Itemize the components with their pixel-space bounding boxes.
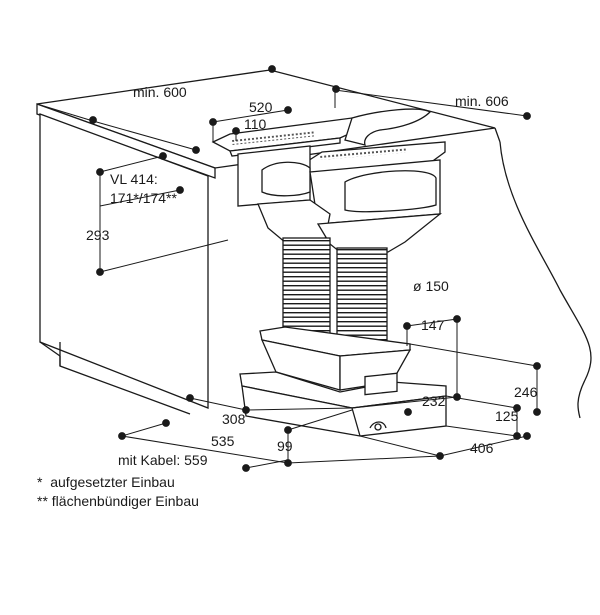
label-110: 110	[244, 116, 267, 132]
label-308: 308	[222, 411, 246, 427]
worktop-back-edge	[494, 127, 501, 143]
label-diameter-150: ø 150	[413, 278, 449, 294]
bottom-dimension-lines	[118, 394, 441, 472]
footnote-double-asterisk: ** flächenbündiger Einbau	[37, 493, 199, 509]
label-232: 232	[422, 393, 446, 409]
label-293: 293	[86, 227, 110, 243]
label-535: 535	[211, 433, 235, 449]
flow-guide	[344, 108, 432, 146]
label-min-606: min. 606	[455, 93, 509, 109]
left-dimension-lines	[96, 152, 229, 276]
cable-connector	[369, 421, 387, 429]
cabinet	[36, 69, 592, 419]
label-min-600: min. 600	[133, 84, 187, 100]
fan-unit	[239, 326, 447, 437]
motor-housing	[364, 372, 398, 396]
base-frame-front	[241, 385, 447, 437]
label-vl-414: VL 414:	[110, 171, 158, 187]
footnote-single-asterisk: * aufgesetzter Einbau	[37, 474, 175, 490]
worktop-cutaway-curve	[499, 141, 592, 419]
right-dimension-lines	[209, 85, 541, 460]
label-vl-values: 171*/174**	[110, 190, 178, 206]
label-406: 406	[470, 440, 494, 456]
label-147: 147	[421, 317, 445, 333]
transition-cone-left	[257, 199, 331, 244]
label-125: 125	[495, 408, 519, 424]
label-99: 99	[277, 438, 293, 454]
dimension-min-600-line	[36, 65, 276, 154]
label-520: 520	[249, 99, 273, 115]
label-246: 246	[514, 384, 538, 400]
cabinet-plinth	[59, 342, 191, 415]
hose-left	[282, 237, 331, 335]
cabinet-side-panel	[39, 113, 209, 409]
hob-unit	[211, 108, 446, 253]
label-mit-kabel: mit Kabel: 559	[118, 452, 208, 468]
worktop-front-edge	[36, 103, 216, 179]
